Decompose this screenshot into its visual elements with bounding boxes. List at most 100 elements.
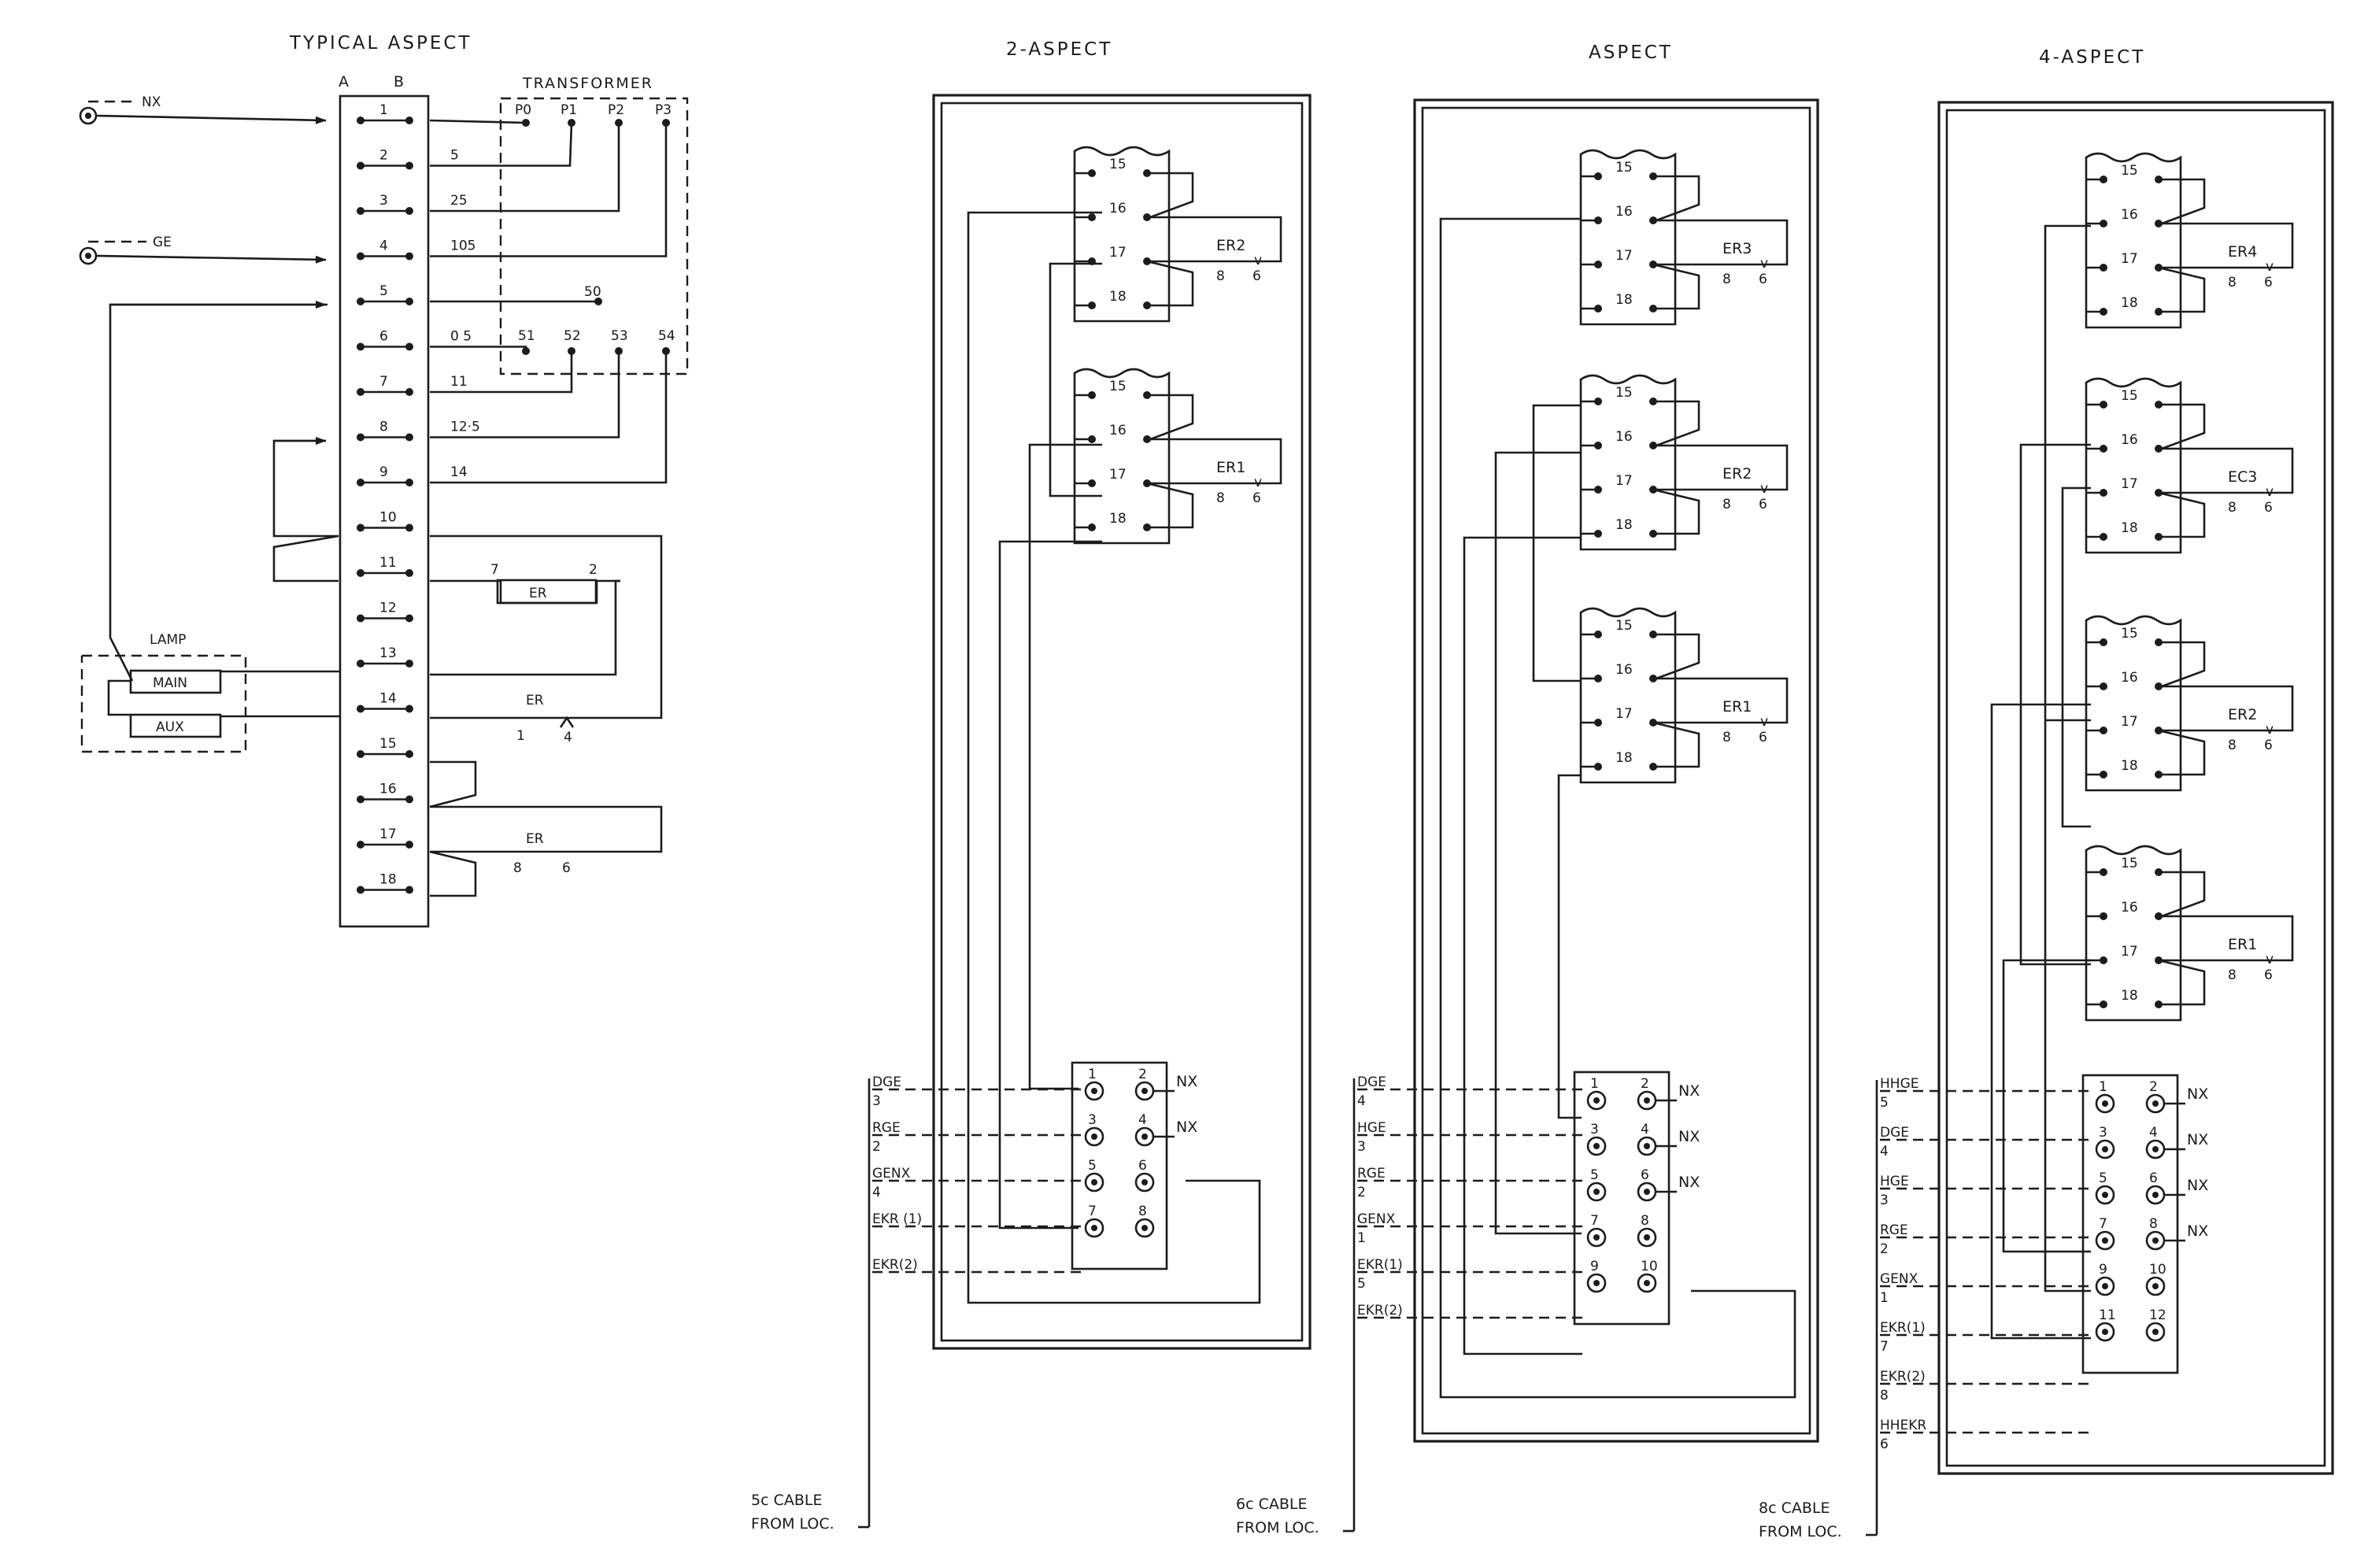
er14-label: ER [526, 693, 544, 708]
title-typical-aspect: TYPICAL ASPECT [289, 33, 472, 54]
terminal-dot-b [405, 795, 413, 804]
relay-name-ER2: ER2 [2228, 706, 2257, 723]
title-4-aspect: 4-ASPECT [2039, 47, 2145, 68]
junction-terminal-dot [1091, 1179, 1097, 1185]
junction-terminal-dot [1644, 1234, 1650, 1241]
relay-block-outline [2085, 152, 2182, 329]
nx-label: NX [2187, 1177, 2208, 1194]
contact-link [2158, 729, 2206, 776]
terminal-dot-a [357, 523, 364, 532]
contact-link [2159, 641, 2206, 688]
nx-label: NX [2187, 1085, 2208, 1103]
tap-voltage-label: 0 5 [450, 329, 472, 345]
terminal-dot-a [357, 750, 364, 758]
relay-block-outline [1579, 374, 1677, 551]
tap-label-P2: P2 [608, 102, 624, 118]
terminal-dot-b [405, 342, 413, 351]
contact-link [1652, 488, 1700, 535]
junction-number-2: 2 [1641, 1076, 1649, 1092]
junction-terminal [1586, 1090, 1607, 1111]
relay-v-mark: v [2266, 722, 2274, 738]
terminal-number-9: 9 [379, 464, 388, 480]
cable-core-number: 2 [1357, 1185, 1366, 1200]
terminal-number-5: 5 [379, 283, 388, 299]
terminal-number-13: 13 [379, 645, 397, 661]
contact-pin-16: 16 [2121, 207, 2138, 223]
contact-pin-16: 16 [2121, 900, 2138, 915]
cable-core-number: 4 [1357, 1093, 1366, 1109]
contact-pin-17: 17 [1109, 245, 1127, 261]
relay-pin-6: 6 [2264, 967, 2273, 983]
wire [430, 346, 527, 351]
junction-number-11: 11 [2099, 1307, 2116, 1323]
junction-terminal-dot [2152, 1329, 2159, 1335]
wire [430, 123, 620, 213]
relay-pin-8: 8 [1722, 272, 1731, 287]
nx-label: NX [1176, 1073, 1197, 1090]
junction-number-9: 9 [2099, 1262, 2107, 1278]
terminal-dot-a [357, 207, 364, 215]
junction-terminal [1134, 1218, 1155, 1238]
junction-number-6: 6 [1138, 1158, 1147, 1174]
contact-link [2159, 222, 2294, 269]
cable-caption: 8c CABLE [1759, 1500, 1830, 1517]
junction-terminal-dot [1091, 1088, 1097, 1094]
relay-v-mark: v [1254, 253, 1262, 268]
junction-box-outline [1573, 1071, 1671, 1326]
junction-box-outline [2081, 1074, 2179, 1374]
tap-voltage-label: 14 [450, 464, 468, 480]
cable-core-label: DGE [1880, 1125, 1909, 1141]
terminal-dot-b [405, 750, 413, 758]
relay-name-ER1: ER1 [1722, 698, 1752, 716]
contact-dot [2155, 533, 2163, 541]
cable-core-label: EKR(1) [1357, 1257, 1403, 1273]
junction-number-8: 8 [1138, 1204, 1147, 1219]
junction-number-3: 3 [1088, 1112, 1097, 1128]
cable-core-number: 8 [1880, 1388, 1889, 1403]
terminal-number-7: 7 [379, 374, 388, 390]
relay-v-mark: v [1760, 256, 1768, 272]
junction-terminal [1637, 1227, 1657, 1248]
tap-label-52: 52 [564, 328, 581, 344]
nx-label: NX [1176, 1119, 1197, 1136]
junction-box-outline [1071, 1061, 1168, 1270]
cable-core-label: HGE [1880, 1174, 1909, 1189]
terminal-dot-b [405, 116, 413, 124]
cable-core-number: 5 [1357, 1276, 1366, 1292]
terminal-dot-a [357, 569, 364, 577]
two-aspect-frame [932, 94, 1312, 1350]
relay-er-pin-2: 2 [589, 562, 598, 578]
junction-terminal-dot [1141, 1133, 1148, 1140]
contact-pin-18: 18 [1615, 750, 1633, 766]
junction-number-5: 5 [1590, 1167, 1599, 1183]
relay-name-ER2: ER2 [1722, 465, 1752, 483]
junction-terminal-dot [2152, 1283, 2159, 1289]
relay-name-ER3: ER3 [1722, 240, 1752, 257]
title-3-aspect: ASPECT [1589, 43, 1673, 63]
contact-dot [2155, 1000, 2163, 1008]
contact-link [1146, 482, 1194, 529]
junction-number-8: 8 [1641, 1213, 1649, 1229]
tap-label-P3: P3 [655, 102, 672, 118]
contact-link [1652, 721, 1700, 768]
contact-pin-18: 18 [1109, 289, 1127, 305]
contact-link [2159, 871, 2206, 918]
terminal-number-12: 12 [379, 601, 397, 616]
terminal-dot-a [357, 298, 364, 305]
junction-number-3: 3 [1590, 1122, 1599, 1137]
contact-link [2159, 403, 2206, 450]
terminal-dot-a [357, 795, 364, 804]
tap-voltage-label: 12·5 [450, 420, 480, 435]
cable-core-label: EKR(2) [1357, 1303, 1403, 1318]
junction-terminal-dot [2102, 1329, 2108, 1335]
four-aspect-cable: HHGEDGEHGERGEGENXEKR(1)EKR(2)HHEKR543217… [1759, 1076, 2094, 1540]
contact-pin-15: 15 [1109, 379, 1127, 394]
junction-terminal-dot [1593, 1143, 1600, 1149]
relay-pin-8: 8 [1722, 730, 1731, 745]
junction-terminal [1134, 1172, 1155, 1193]
cable-core-label: DGE [1357, 1074, 1386, 1090]
contact-pin-16: 16 [1615, 662, 1633, 678]
terminal-dot-a [357, 660, 364, 668]
cable-core-number: 4 [872, 1185, 881, 1200]
